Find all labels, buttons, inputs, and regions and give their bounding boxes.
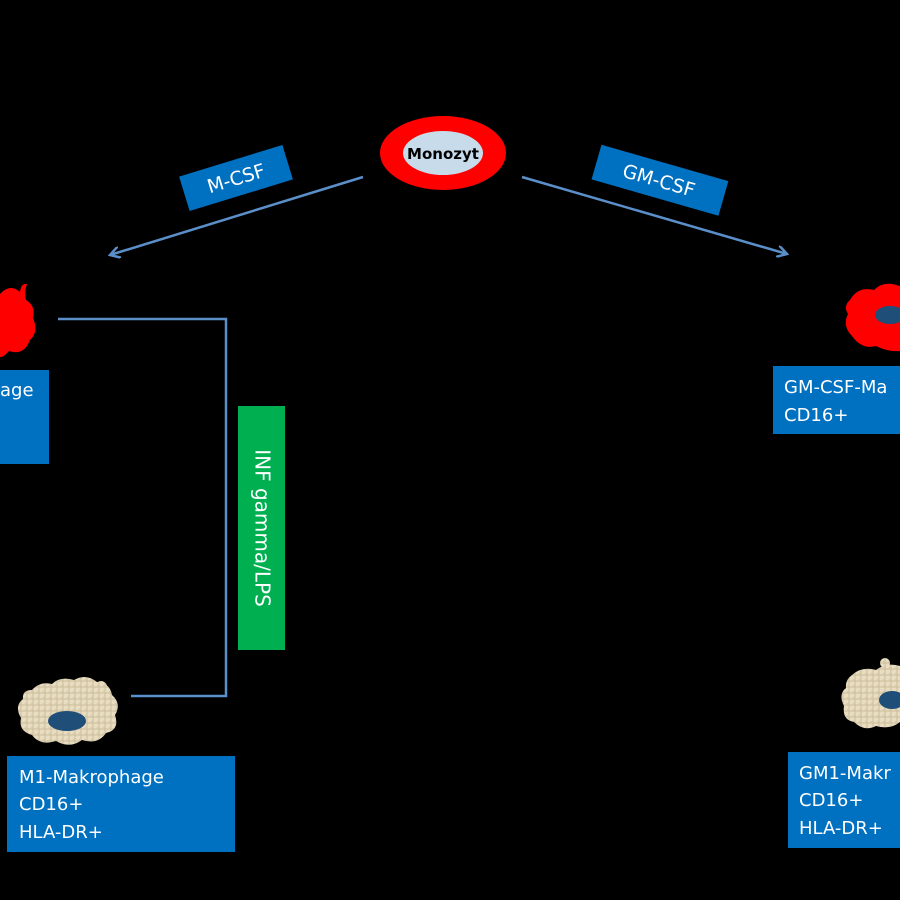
arrow-to-gm-csf-macrophage bbox=[521, 175, 787, 254]
arrow-to-m-csf-macrophage bbox=[110, 175, 364, 255]
monocyte-icon: Monozyt bbox=[380, 116, 506, 190]
foamy-macrophage-icon bbox=[17, 676, 118, 745]
gm1-macrophage-line-3: HLA-DR+ bbox=[799, 818, 883, 839]
gm-csf-macrophage-box: GM-CSF-Ma CD16+ bbox=[773, 366, 900, 434]
activation-label: INF gamma/LPS bbox=[251, 449, 275, 607]
m-csf-macrophage-line-1: age bbox=[0, 380, 34, 401]
gm-csf-macrophage-line-2: CD16+ bbox=[784, 405, 848, 426]
gm1-macrophage-line-1: GM1-Makr bbox=[799, 763, 891, 784]
monocyte-label: Monozyt bbox=[407, 145, 479, 163]
gm1-macrophage-box: GM1-Makr CD16+ HLA-DR+ bbox=[788, 752, 900, 848]
gm-csf-macrophage-line-1: GM-CSF-Ma bbox=[784, 377, 887, 398]
activated-macrophage-icon bbox=[845, 283, 900, 352]
m1-macrophage-line-3: HLA-DR+ bbox=[19, 822, 103, 843]
m1-macrophage-box: M1-Makrophage CD16+ HLA-DR+ bbox=[7, 756, 235, 852]
activated-macrophage-icon bbox=[0, 283, 36, 358]
activation-bracket bbox=[58, 317, 228, 698]
foamy-macrophage-icon bbox=[841, 658, 900, 729]
m1-macrophage-line-1: M1-Makrophage bbox=[19, 767, 164, 788]
m1-macrophage-line-2: CD16+ bbox=[19, 794, 83, 815]
m-csf-macrophage-box: age bbox=[0, 370, 49, 464]
activation-factor-tag: INF gamma/LPS bbox=[238, 406, 285, 650]
gm1-macrophage-line-2: CD16+ bbox=[799, 790, 863, 811]
